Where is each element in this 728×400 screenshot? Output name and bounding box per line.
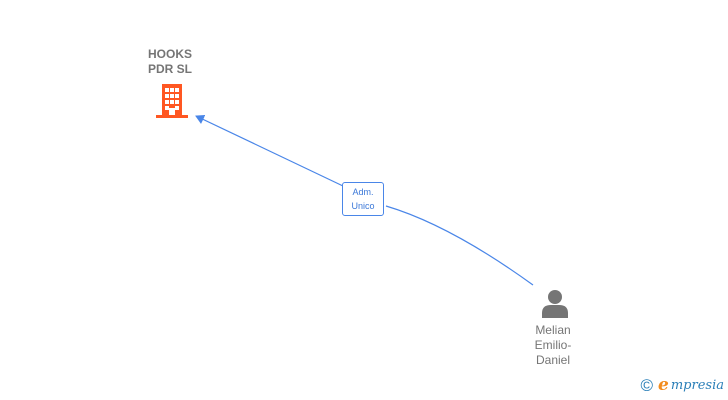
copyright-symbol: © [640, 375, 654, 395]
company-name[interactable]: HOOKS PDR SL [147, 47, 192, 76]
person-icon[interactable] [539, 288, 571, 320]
empresia-watermark[interactable]: © e mpresia [641, 376, 725, 394]
brand-logo-text: mpresia [670, 377, 724, 393]
person-name[interactable]: Melian Emilio- Daniel [534, 323, 572, 367]
brand-logo-initial: e [658, 374, 669, 395]
relation-label[interactable]: Adm. Unico [342, 182, 384, 216]
building-icon[interactable] [154, 82, 190, 120]
relation-edge[interactable] [196, 116, 534, 286]
